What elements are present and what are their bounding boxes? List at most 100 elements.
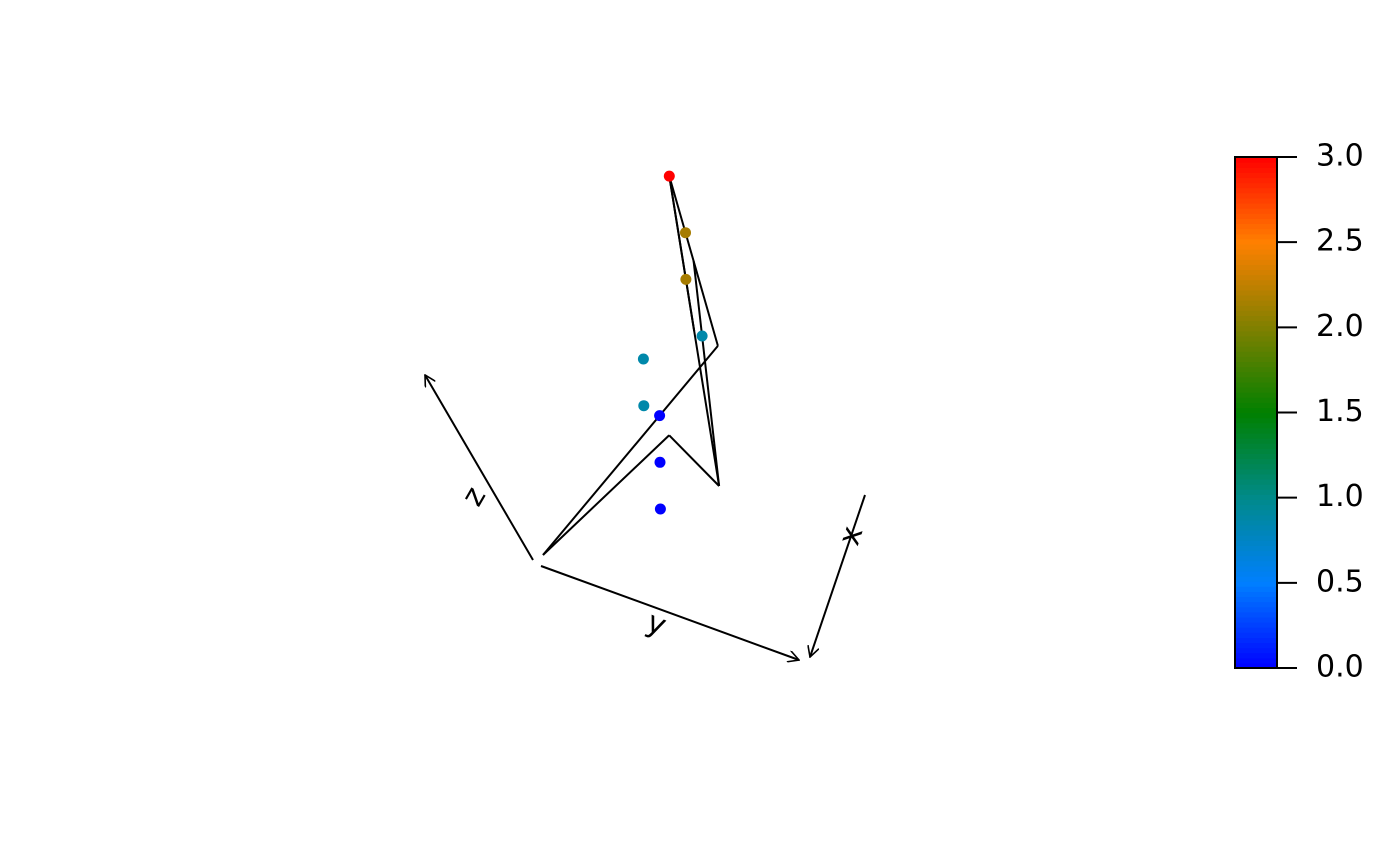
colorbar-band	[1235, 202, 1277, 209]
colorbar-band	[1235, 259, 1277, 265]
data-point-8	[654, 410, 666, 422]
colorbar-band	[1235, 192, 1277, 199]
colorbar-band	[1235, 208, 1277, 214]
colorbar-band	[1235, 218, 1277, 225]
colorbar-band	[1235, 494, 1277, 500]
colorbar-gradient	[1235, 157, 1277, 669]
data-point-5	[637, 353, 649, 365]
colorbar-band	[1235, 581, 1277, 587]
colorbar-tick-label: 1.0	[1316, 479, 1364, 514]
colorbar-band	[1235, 606, 1277, 613]
colorbar-band	[1235, 622, 1277, 628]
colorbar-tick-label: 2.5	[1316, 224, 1364, 259]
colorbar-band	[1235, 279, 1277, 286]
colorbar-band	[1235, 540, 1277, 546]
colorbar-band	[1235, 662, 1277, 669]
colorbar-ticks: 0.00.51.01.52.02.53.0	[1277, 139, 1364, 685]
colorbar-band	[1235, 422, 1277, 429]
colorbar-band	[1235, 407, 1277, 414]
colorbar-band	[1235, 473, 1277, 480]
colorbar-band	[1235, 586, 1277, 592]
x-axis-label: x	[832, 522, 871, 550]
colorbar-band	[1235, 524, 1277, 531]
colorbar-band	[1235, 356, 1277, 362]
plot-box	[542, 175, 721, 556]
colorbar-band	[1235, 601, 1277, 608]
colorbar-band	[1235, 519, 1277, 526]
colorbar-band	[1235, 269, 1277, 276]
colorbar-band	[1235, 489, 1277, 495]
colorbar-band	[1235, 412, 1277, 419]
colorbar-band	[1235, 560, 1277, 567]
colorbar-band	[1235, 591, 1277, 598]
colorbar-tick-label: 0.5	[1316, 564, 1364, 599]
box-edge	[668, 434, 720, 487]
colorbar-band	[1235, 427, 1277, 434]
colorbar-band	[1235, 335, 1277, 342]
colorbar-band	[1235, 351, 1277, 357]
colorbar-band	[1235, 182, 1277, 189]
colorbar-band	[1235, 484, 1277, 490]
colorbar-band	[1235, 616, 1277, 623]
colorbar-band	[1235, 637, 1277, 644]
colorbar-band	[1235, 432, 1277, 439]
data-point-0	[663, 170, 675, 182]
colorbar-band	[1235, 300, 1277, 306]
box-edge	[668, 175, 696, 332]
data-point-7	[654, 503, 666, 515]
colorbar-band	[1235, 555, 1277, 562]
y-axis-arrow	[540, 565, 799, 660]
y-axis-label: y	[642, 605, 672, 644]
colorbar-band	[1235, 371, 1277, 378]
colorbar-band	[1235, 468, 1277, 475]
colorbar-band	[1235, 478, 1277, 485]
colorbar-band	[1235, 284, 1277, 291]
colorbar-band	[1235, 325, 1277, 332]
colorbar-band	[1235, 254, 1277, 260]
colorbar-band	[1235, 340, 1277, 347]
colorbar-band	[1235, 157, 1277, 163]
colorbar-band	[1235, 366, 1277, 373]
colorbar-band	[1235, 330, 1277, 337]
colorbar-band	[1235, 289, 1277, 296]
colorbar-band	[1235, 228, 1277, 235]
colorbar-tick-label: 2.0	[1316, 309, 1364, 344]
colorbar-band	[1235, 463, 1277, 470]
colorbar-band	[1235, 274, 1277, 281]
colorbar-tick-label: 0.0	[1316, 650, 1364, 685]
colorbar-band	[1235, 381, 1277, 388]
colorbar-band	[1235, 392, 1277, 398]
colorbar-band	[1235, 611, 1277, 618]
colorbar-band	[1235, 458, 1277, 465]
colorbar-band	[1235, 162, 1277, 168]
data-point-1	[680, 273, 692, 285]
colorbar-band	[1235, 223, 1277, 230]
colorbar-band	[1235, 514, 1277, 521]
colorbar-band	[1235, 248, 1277, 255]
colorbar-band	[1235, 576, 1277, 582]
colorbar-band	[1235, 453, 1277, 460]
data-point-2	[680, 227, 691, 239]
colorbar-tick-label: 3.0	[1316, 139, 1364, 174]
colorbar-band	[1235, 417, 1277, 424]
colorbar-band	[1235, 647, 1277, 654]
colorbar-band	[1235, 448, 1277, 454]
colorbar-band	[1235, 545, 1277, 552]
colorbar-band	[1235, 509, 1277, 516]
colorbar-band	[1235, 402, 1277, 408]
colorbar-band	[1235, 376, 1277, 383]
colorbar-band	[1235, 233, 1277, 240]
x-axis-arrow	[810, 494, 866, 657]
data-point-3	[638, 400, 650, 412]
box-edge	[692, 260, 721, 487]
data-points	[637, 170, 708, 515]
colorbar-band	[1235, 550, 1277, 557]
colorbar-band	[1235, 320, 1277, 327]
colorbar-band	[1235, 243, 1277, 250]
colorbar-band	[1235, 187, 1277, 194]
colorbar-band	[1235, 213, 1277, 219]
colorbar-band	[1235, 443, 1277, 449]
colorbar-band	[1235, 632, 1277, 638]
colorbar-band	[1235, 167, 1277, 173]
